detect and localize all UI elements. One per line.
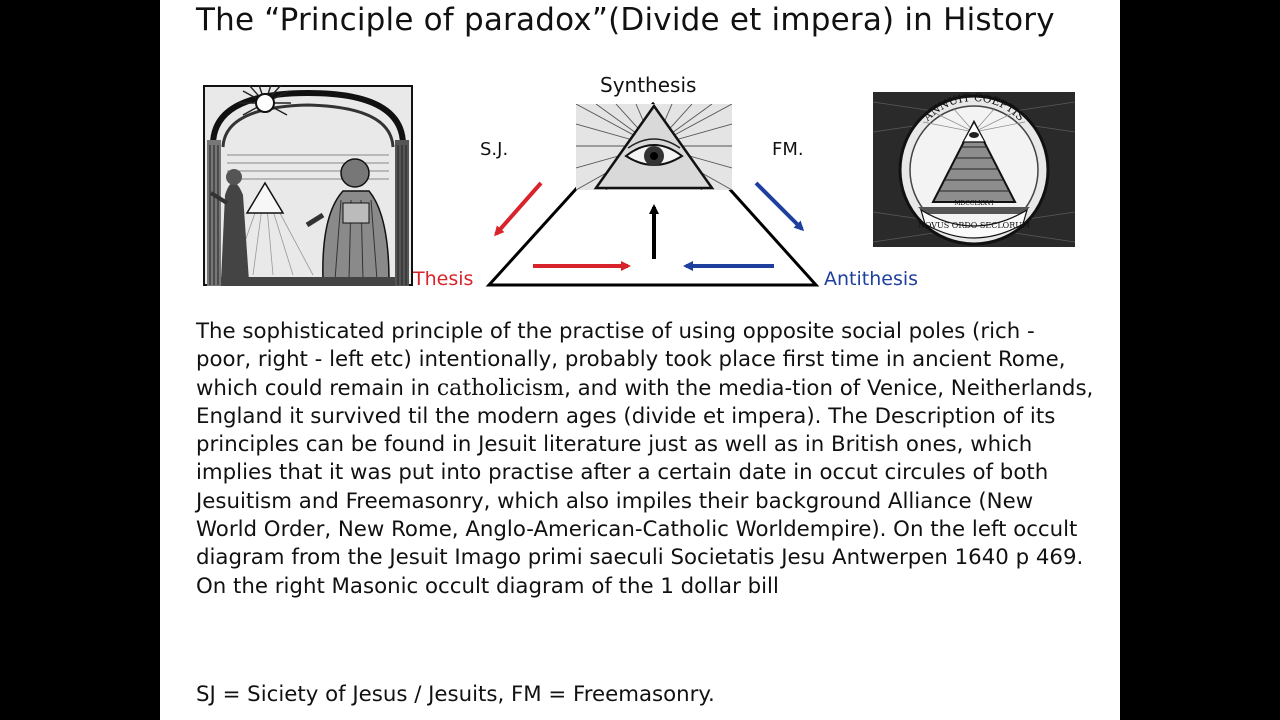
footer-legend: SJ = Siciety of Jesus / Jesuits, FM = Fr…	[196, 682, 715, 707]
slide-title: The “Principle of paradox”(Divide et imp…	[196, 2, 1055, 38]
main-triangle	[485, 101, 820, 287]
slide: The “Principle of paradox”(Divide et imp…	[160, 0, 1120, 720]
eye-of-providence-image	[576, 104, 732, 190]
jesuit-engraving-image	[203, 85, 413, 286]
body-text-part2: , and with the media-tion of Venice, Nei…	[196, 375, 1094, 571]
thesis-label: Thesis	[413, 268, 474, 290]
body-text-last-line: On the right Masonic occult diagram of t…	[196, 573, 779, 599]
seal-bottom-text: NOVUS ORDO SECLORUM	[918, 221, 1030, 230]
sj-label: S.J.	[480, 139, 509, 160]
body-serif-word: catholicism	[436, 375, 565, 401]
paradox-triangle-diagram	[485, 101, 820, 287]
great-seal-pyramid-image: NOVUS ORDO SECLORUM MDCCLXXVI ANNUIT COE…	[873, 92, 1075, 247]
antithesis-label: Antithesis	[824, 268, 919, 290]
fm-blue-arrow	[754, 181, 805, 232]
body-paragraph: The sophisticated principle of the pract…	[196, 318, 1096, 601]
seal-year-text: MDCCLXXVI	[954, 200, 994, 207]
body-text-part1: The sophisticated principle of the pract…	[196, 319, 1066, 401]
synthesis-label: Synthesis	[600, 73, 697, 97]
fm-label: FM.	[772, 139, 804, 160]
sj-red-arrow	[494, 181, 543, 237]
